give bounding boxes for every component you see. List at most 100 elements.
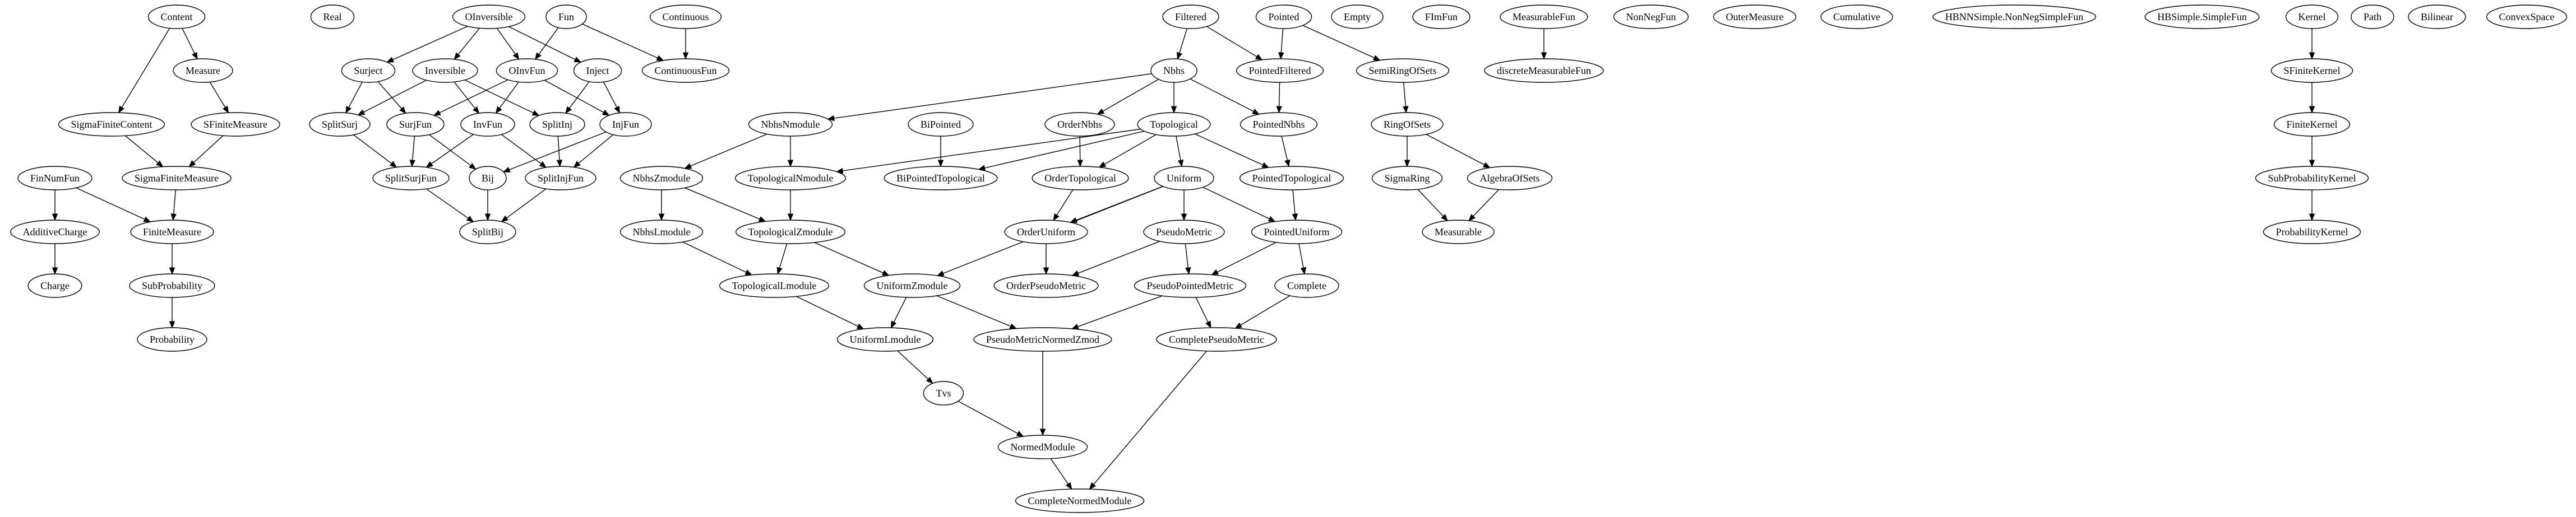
edge-inject-to-split-inj: [565, 81, 590, 114]
edge-line: [1050, 458, 1069, 485]
edge-pointed-nbhs-to-pointed-topological: [1281, 136, 1291, 167]
node-ellipse: [619, 166, 704, 190]
edge-pointed-topological-to-pointed-uniform: [1292, 189, 1298, 221]
arrowhead-icon: [787, 213, 794, 221]
edge-nbhs-nmodule-to-topological-nmodule: [787, 136, 794, 167]
node-probability: Probability: [137, 327, 207, 352]
node-ellipse: [1932, 4, 2096, 29]
edge-pointed-to-pointed-filtered: [1278, 28, 1284, 60]
edge-line: [1240, 295, 1291, 326]
edge-split-surj-fun-to-split-bij: [426, 188, 474, 222]
node-fin-num-fun: FinNumFun: [17, 166, 93, 190]
arrowhead-icon: [565, 106, 572, 114]
arrowhead-icon: [684, 163, 692, 169]
node-split-surj: SplitSurj: [309, 112, 371, 137]
edge-line: [779, 243, 788, 268]
edge-line: [173, 189, 176, 215]
node-ellipse: [1713, 4, 1797, 29]
arrowhead-icon: [1098, 161, 1107, 168]
node-label: SFiniteKernel: [2284, 65, 2341, 76]
edge-line: [682, 241, 747, 273]
arrowhead-icon: [1255, 54, 1263, 60]
edge-line: [496, 28, 516, 55]
arrowhead-icon: [1176, 52, 1182, 60]
edge-nbhs-to-topological: [1171, 82, 1177, 114]
edge-line: [426, 188, 469, 219]
edge-fin-num-fun-to-finite-measure: [76, 187, 151, 222]
node-ellipse: [619, 220, 704, 244]
arrowhead-icon: [1071, 270, 1080, 276]
node-sfinite-kernel: SFiniteKernel: [2270, 58, 2353, 83]
node-ellipse: [748, 112, 833, 137]
node-label: SigmaFiniteMeasure: [135, 173, 219, 184]
edge-line: [582, 24, 658, 59]
edge-line: [796, 296, 858, 327]
edge-line: [1403, 82, 1406, 107]
node-ellipse: [525, 166, 596, 190]
node-semi-ring-of-sets: SemiRingOfSets: [1356, 58, 1450, 83]
edge-oinversible-to-inversible: [454, 27, 480, 60]
edge-line: [936, 295, 1011, 327]
arrowhead-icon: [118, 105, 124, 114]
node-non-neg-fun: NonNegFun: [1613, 4, 1689, 29]
arrowhead-icon: [1077, 160, 1083, 167]
node-ellipse: [836, 327, 934, 352]
edge-line: [431, 134, 474, 165]
node-measurable-fun: MeasurableFun: [1500, 4, 1588, 29]
node-ellipse: [529, 112, 585, 137]
edge-line: [193, 135, 224, 163]
node-ellipse: [1015, 488, 1145, 513]
node-split-bij: SplitBij: [459, 220, 516, 244]
node-ellipse: [1422, 220, 1495, 244]
edge-line: [1203, 187, 1270, 220]
edge-nbhs-zmodule-to-nbhs-lmodule: [658, 190, 665, 221]
node-bi-pointed-topological: BiPointedTopological: [884, 166, 998, 190]
node-topological-nmodule: TopologicalNmodule: [734, 166, 847, 190]
node-ellipse: [641, 58, 730, 83]
arrowhead-icon: [1252, 109, 1260, 115]
node-label: discreteMeasurableFun: [1497, 65, 1591, 76]
node-sub-probability-kernel: SubProbabilityKernel: [2255, 166, 2369, 190]
node-ellipse: [923, 381, 964, 406]
node-ellipse: [1240, 112, 1318, 137]
node-sigma-ring: SigmaRing: [1371, 166, 1443, 190]
node-ellipse: [2270, 58, 2353, 83]
arrowhead-icon: [531, 110, 540, 116]
node-ellipse: [735, 220, 846, 244]
arrowhead-icon: [1284, 159, 1291, 167]
arrowhead-icon: [1089, 482, 1096, 490]
node-ellipse: [1412, 4, 1470, 29]
node-label: Real: [323, 11, 342, 22]
arrowhead-icon: [409, 160, 415, 167]
node-ellipse: [2273, 112, 2351, 137]
node-label: CompleteNormedModule: [1028, 495, 1132, 506]
node-topological-zmodule: TopologicalZmodule: [735, 220, 846, 244]
edge-pointed-uniform-to-pseudo-pointed-metric: [1211, 242, 1277, 276]
edge-ring-of-sets-to-sigma-ring: [1404, 136, 1410, 167]
edge-line: [578, 134, 614, 164]
edge-line: [1292, 189, 1296, 215]
edge-line: [121, 28, 170, 108]
arrowhead-icon: [602, 109, 610, 116]
node-label: OInvFun: [508, 65, 545, 76]
node-uniform: Uniform: [1154, 166, 1214, 190]
node-ellipse: [17, 166, 93, 190]
arrowhead-icon: [170, 213, 177, 221]
node-probability-kernel: ProbabilityKernel: [2263, 220, 2361, 244]
edge-line: [685, 187, 760, 220]
arrowhead-icon: [937, 160, 944, 167]
edge-inversible-to-split-surj: [357, 80, 427, 115]
edge-line: [1302, 25, 1375, 58]
edge-sigma-finite-measure-to-finite-measure: [170, 189, 177, 221]
edge-topological-zmodule-to-topological-lmodule: [776, 243, 788, 275]
node-sigma-finite-content: SigmaFiniteContent: [58, 112, 165, 137]
node-label: SplitInj: [542, 119, 572, 130]
arrowhead-icon: [1053, 213, 1060, 221]
node-ellipse: [10, 220, 100, 244]
edge-pointed-to-semi-ring-of-sets: [1302, 25, 1381, 61]
edge-oinv-fun-to-inv-fun: [495, 81, 519, 114]
arrowhead-icon: [1185, 267, 1191, 275]
node-label: FiniteMeasure: [143, 226, 201, 237]
arrowhead-icon: [776, 267, 783, 275]
node-label: HBNNSimple.NonNegSimpleFun: [1945, 11, 2084, 22]
